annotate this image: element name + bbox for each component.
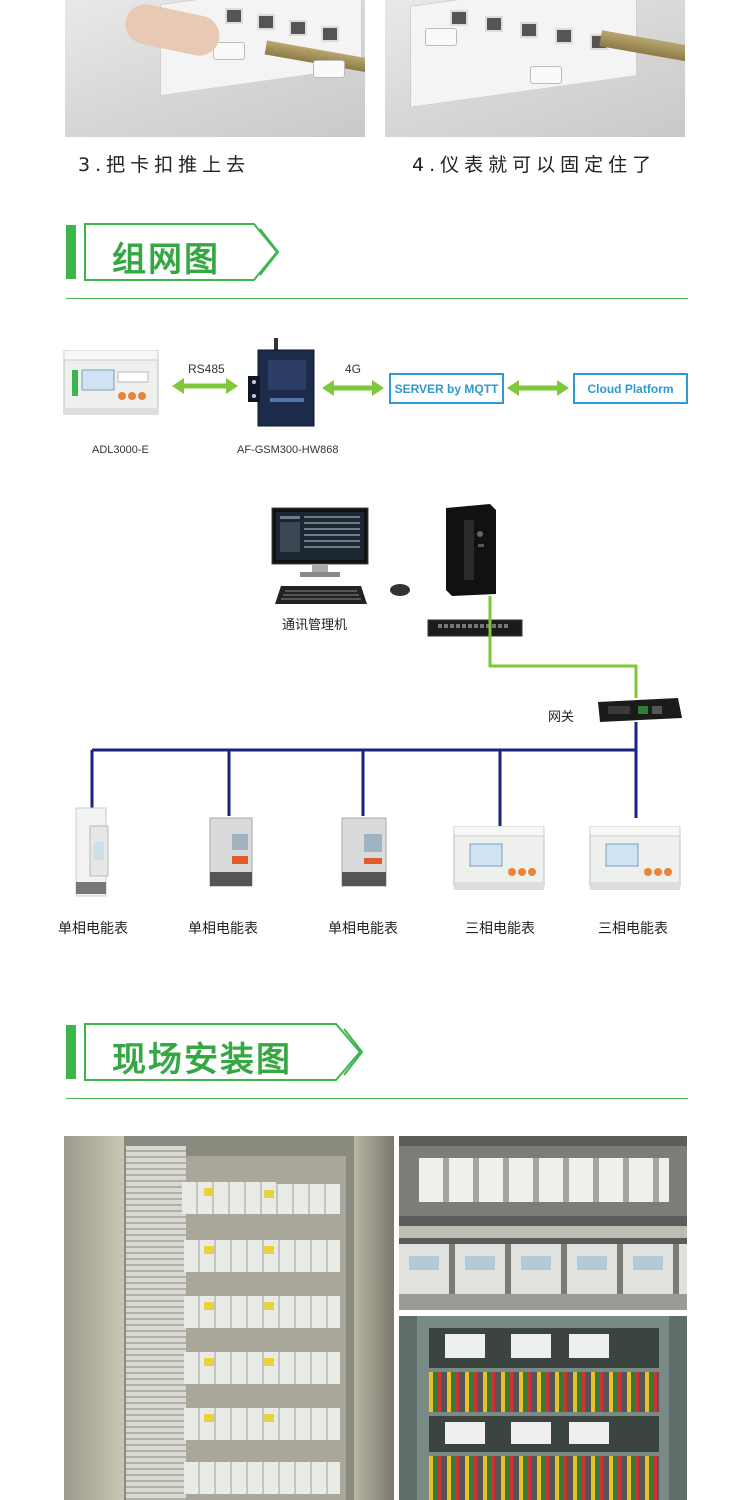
section-header-frame [84, 223, 280, 281]
meter-model-label: ADL3000-E [92, 444, 149, 456]
switch-icon [427, 619, 523, 637]
energy-meter-icon [75, 807, 109, 897]
section-title-site: 现场安装图 [112, 1040, 292, 1080]
rs485-link-arrow [172, 378, 238, 394]
mouse-icon [390, 584, 410, 596]
mqtt-server-box: SERVER by MQTT [389, 373, 504, 404]
keyboard-icon [275, 586, 367, 604]
section-header-frame [84, 1023, 364, 1081]
4g-link-arrow [322, 380, 384, 396]
section-title-network: 组网图 [112, 240, 220, 280]
step3-caption: 3.把卡扣推上去 [78, 154, 251, 176]
energy-meter-icon [341, 817, 387, 887]
section-divider [66, 1098, 688, 1099]
management-pc-label: 通讯管理机 [282, 618, 348, 633]
gateway-device-icon [248, 338, 315, 427]
meter-label: 三相电能表 [465, 921, 535, 937]
energy-meter-icon [63, 350, 159, 415]
step4-photo [385, 0, 685, 137]
4g-label: 4G [345, 362, 362, 376]
energy-meter-icon [209, 817, 253, 887]
meter-label: 三相电能表 [598, 921, 668, 937]
step3-photo [65, 0, 365, 137]
step4-caption: 4.仪表就可以固定住了 [412, 154, 657, 176]
server-tower-icon [446, 504, 496, 596]
gateway-label: 网关 [548, 710, 575, 725]
monitor-icon [271, 507, 369, 577]
section-divider [66, 298, 688, 299]
section-bar [66, 225, 76, 279]
cloud-platform-box: Cloud Platform [573, 373, 688, 404]
network-wiring [90, 596, 638, 826]
energy-meter-icon [589, 826, 681, 890]
cloud-link-arrow [507, 380, 569, 396]
meter-label: 单相电能表 [188, 921, 258, 937]
rs485-label: RS485 [188, 362, 225, 376]
meter-label: 单相电能表 [58, 921, 128, 937]
section-bar [66, 1025, 76, 1079]
gateway-box-icon [598, 698, 682, 722]
cabinet-install-photo [64, 1136, 394, 1500]
gateway-model-label: AF-GSM300-HW868 [237, 444, 339, 456]
meter-row-install-photo [399, 1136, 687, 1310]
meter-label: 单相电能表 [328, 921, 398, 937]
energy-meter-icon [453, 826, 545, 890]
wiring-cabinet-install-photo [399, 1316, 687, 1500]
